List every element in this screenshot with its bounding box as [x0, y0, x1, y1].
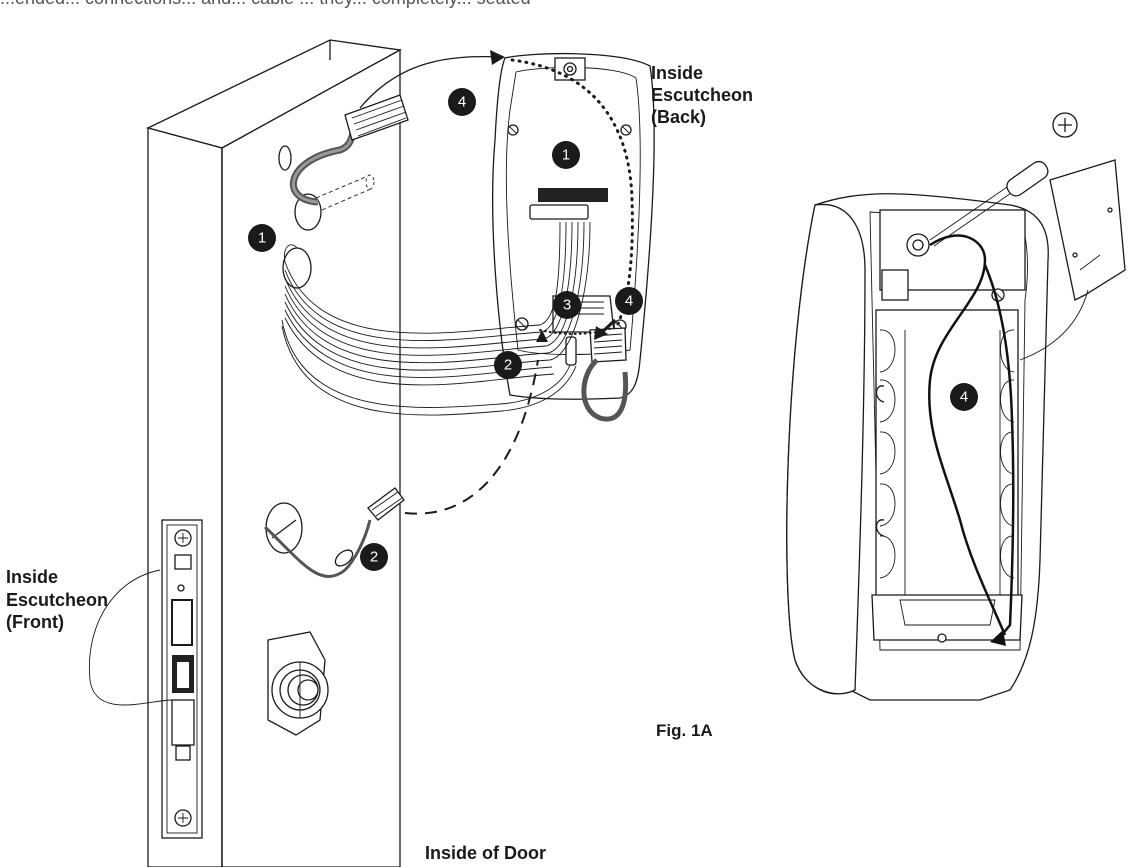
ribbon-header [538, 188, 608, 202]
svg-text:4: 4 [625, 293, 633, 310]
lower-dashed-path [404, 359, 539, 515]
label-inside-escutcheon-front: Inside Escutcheon (Front) [6, 567, 108, 632]
callout-2-door: 2 [360, 543, 388, 571]
door-holes [265, 145, 322, 554]
svg-text:Inside: Inside [6, 567, 58, 587]
callout-3-back: 3 [553, 291, 581, 319]
svg-text:Inside: Inside [651, 63, 703, 83]
front-leader-line [88, 569, 173, 706]
lower-plug [367, 487, 405, 521]
ribbon-cable-bundle [281, 221, 591, 416]
cylinder [267, 631, 329, 736]
door-inside-face [221, 48, 401, 867]
figure-label: Fig. 1A [656, 721, 713, 740]
svg-text:2: 2 [370, 549, 378, 566]
svg-text:3: 3 [563, 297, 571, 314]
top-connector-cable [289, 94, 409, 206]
door-label: Inside of Door [425, 843, 546, 863]
svg-text:1: 1 [258, 230, 266, 247]
loop-cable [581, 358, 629, 422]
escutcheon-closeup [786, 112, 1126, 701]
hole-slot-line [271, 519, 297, 539]
callout-4-back: 4 [615, 287, 643, 315]
svg-text:1: 1 [562, 147, 570, 164]
door [146, 39, 403, 867]
mortise-lock [161, 519, 203, 839]
small-plug [565, 336, 577, 366]
svg-text:Escutcheon: Escutcheon [6, 590, 108, 610]
label-inside-escutcheon-back: Inside Escutcheon (Back) [651, 63, 753, 127]
callout-1-back: 1 [552, 141, 580, 169]
lower-connector-cable [263, 359, 539, 578]
small-hole [278, 145, 292, 171]
side-arrowhead [594, 326, 608, 340]
ribbon-connector [529, 204, 589, 220]
svg-text:4: 4 [960, 389, 968, 406]
callout-4-right: 4 [950, 383, 978, 411]
svg-text:2: 2 [504, 357, 512, 374]
svg-text:(Front): (Front) [6, 612, 64, 632]
callout-2-back: 2 [494, 351, 522, 379]
top-boss [554, 57, 586, 81]
svg-text:4: 4 [458, 94, 466, 111]
svg-text:(Back): (Back) [651, 107, 706, 127]
connector-arrow [359, 56, 501, 109]
callout-1-door: 1 [248, 224, 276, 252]
mounting-post [315, 174, 375, 211]
callout-4-top: 4 [448, 88, 476, 116]
connector-arrowhead [490, 50, 505, 65]
svg-text:Escutcheon: Escutcheon [651, 85, 753, 105]
cropped-instruction-text: ...ended... connections... and... cable … [0, 0, 531, 8]
